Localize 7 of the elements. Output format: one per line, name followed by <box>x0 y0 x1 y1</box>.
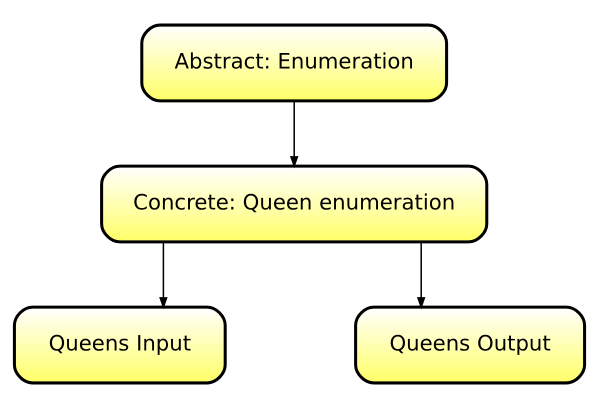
arrow <box>290 102 298 168</box>
node-box: Concrete: Queen enumeration <box>100 164 488 244</box>
arrow <box>416 242 426 310</box>
arrow <box>159 242 168 310</box>
node-box: Queens Output <box>354 306 586 384</box>
node-box: Queens Input <box>12 306 227 384</box>
node-box: Abstract: Enumeration <box>140 24 448 102</box>
